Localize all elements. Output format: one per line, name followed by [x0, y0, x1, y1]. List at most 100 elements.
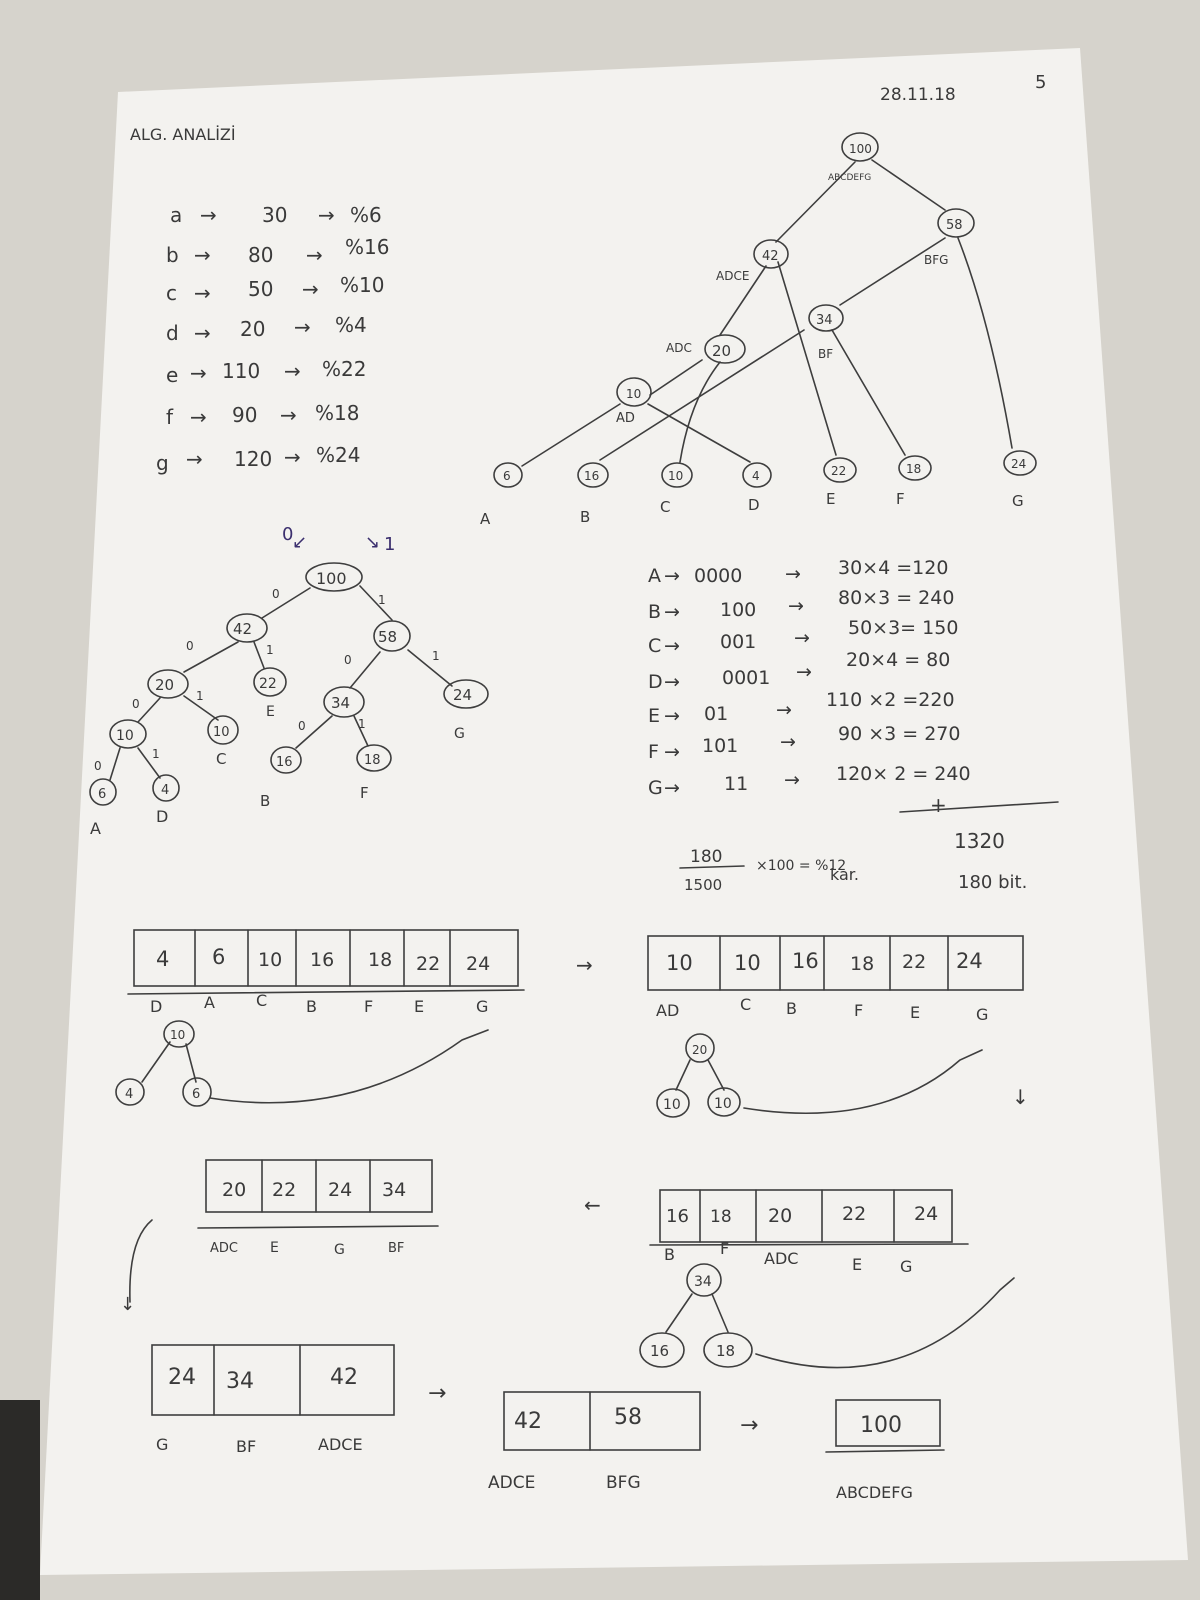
svg-text:%4: %4	[335, 313, 367, 337]
svg-text:D: D	[156, 807, 168, 826]
node-label: BF	[818, 347, 833, 361]
queue-5: 24 34 42 G BF ADCE	[151, 1344, 395, 1456]
svg-text:1: 1	[266, 643, 274, 657]
svg-text:80: 80	[248, 243, 273, 267]
svg-text:11: 11	[724, 773, 748, 795]
svg-text:%16: %16	[345, 235, 389, 259]
svg-text:0: 0	[186, 639, 194, 653]
svg-text:20×4 = 80: 20×4 = 80	[846, 649, 950, 671]
svg-text:34: 34	[382, 1179, 406, 1201]
svg-text:24: 24	[466, 953, 490, 975]
svg-text:1: 1	[378, 593, 386, 607]
svg-text:4: 4	[161, 783, 169, 798]
tree-node	[305, 562, 363, 592]
svg-text:180: 180	[690, 847, 722, 867]
svg-text:24: 24	[914, 1203, 938, 1225]
svg-text:1: 1	[358, 717, 366, 731]
svg-text:A: A	[480, 510, 491, 528]
freq-row: b→ 80→ %16	[166, 235, 389, 267]
svg-text:E: E	[910, 1003, 920, 1022]
svg-text:120× 2 = 240: 120× 2 = 240	[836, 763, 971, 785]
svg-text:G: G	[900, 1257, 912, 1276]
svg-text:→: →	[194, 321, 211, 345]
queue-2: 10 10 16 18 22 24 AD C B F E G 20 10 10 …	[647, 935, 1029, 1118]
svg-text:d: d	[166, 321, 179, 345]
svg-text:16: 16	[310, 949, 334, 971]
svg-text:0: 0	[272, 587, 280, 601]
svg-text:E: E	[414, 997, 424, 1016]
svg-text:1500: 1500	[684, 876, 722, 894]
svg-text:90: 90	[232, 403, 257, 427]
svg-text:→: →	[186, 447, 203, 471]
tree-node	[207, 715, 239, 745]
svg-text:c: c	[166, 281, 177, 305]
svg-text:→: →	[190, 361, 207, 385]
code-row: E→ 01→ 110 ×2 =220	[648, 689, 955, 727]
freq-row: g→ 120→ %24	[156, 443, 360, 475]
svg-text:16: 16	[584, 469, 599, 483]
svg-text:b: b	[166, 243, 179, 267]
svg-text:18: 18	[368, 949, 392, 971]
svg-text:22: 22	[259, 676, 277, 692]
svg-text:50: 50	[248, 277, 273, 301]
svg-text:16: 16	[276, 755, 293, 770]
svg-text:10: 10	[666, 951, 693, 975]
svg-text:F: F	[648, 741, 659, 763]
svg-text:20: 20	[155, 676, 174, 694]
svg-text:10: 10	[170, 1028, 185, 1042]
svg-text:↘: ↘	[365, 532, 380, 553]
freq-row: e→ 110→ %22	[166, 357, 366, 387]
svg-text:90 ×3 = 270: 90 ×3 = 270	[838, 723, 961, 745]
svg-text:G: G	[648, 777, 663, 799]
svg-text:22: 22	[831, 464, 846, 478]
svg-text:→: →	[780, 731, 796, 753]
svg-text:10: 10	[116, 728, 134, 744]
svg-text:18: 18	[906, 462, 921, 476]
svg-text:E: E	[648, 705, 660, 727]
page-date: 28.11.18	[880, 85, 956, 105]
svg-text:%18: %18	[315, 401, 359, 425]
svg-text:→: →	[318, 203, 335, 227]
svg-text:ABCDEFG: ABCDEFG	[836, 1483, 913, 1502]
svg-text:22: 22	[416, 953, 440, 975]
svg-text:34: 34	[226, 1369, 254, 1394]
svg-text:B: B	[664, 1245, 675, 1264]
svg-text:→: →	[664, 777, 680, 799]
arrow-down-icon: ↓	[120, 1294, 135, 1315]
svg-text:B: B	[260, 792, 270, 810]
svg-text:a: a	[170, 203, 182, 227]
tree-node	[841, 132, 879, 162]
svg-text:AD: AD	[656, 1001, 679, 1020]
svg-text:→: →	[796, 661, 812, 683]
node-label: ABCDEFG	[828, 173, 871, 183]
svg-text:→: →	[306, 243, 323, 267]
svg-text:4: 4	[125, 1087, 133, 1102]
svg-text:6: 6	[503, 469, 511, 483]
svg-text:10: 10	[258, 949, 282, 971]
svg-text:20: 20	[768, 1205, 792, 1227]
huffman-tree-coded: 0 ↙ ↘ 1 0 1 0 1 0 1 0 1 0 1 0 1 100 42 5…	[89, 524, 489, 838]
sum-block: + 1320 180 bit.	[899, 793, 1059, 893]
svg-text:6: 6	[98, 787, 106, 802]
svg-text:30×4 =120: 30×4 =120	[838, 557, 948, 579]
code-row: G→ 11→ 120× 2 = 240	[648, 763, 971, 799]
svg-text:20: 20	[222, 1179, 246, 1201]
svg-text:16: 16	[650, 1342, 669, 1360]
tree-leaf	[661, 462, 693, 488]
svg-text:G: G	[476, 997, 488, 1016]
svg-text:18: 18	[710, 1207, 732, 1227]
tree-leaf	[1003, 450, 1037, 476]
svg-text:0001: 0001	[722, 667, 770, 689]
svg-text:→: →	[190, 405, 207, 429]
svg-text:24: 24	[956, 949, 983, 973]
svg-text:%10: %10	[340, 273, 384, 297]
svg-text:G: G	[976, 1005, 988, 1024]
huffman-tree-top: 100 ABCDEFG 42 ADCE 58 BFG 20 ADC 34 BF …	[480, 132, 1037, 528]
svg-text:42: 42	[233, 620, 252, 638]
sum-total: 1320	[954, 829, 1005, 853]
queue-6: 42 58 ADCE BFG	[488, 1391, 701, 1493]
svg-text:ADC: ADC	[764, 1249, 798, 1268]
svg-text:A: A	[204, 993, 215, 1012]
arrow-down-icon: ↓	[1012, 1085, 1029, 1109]
